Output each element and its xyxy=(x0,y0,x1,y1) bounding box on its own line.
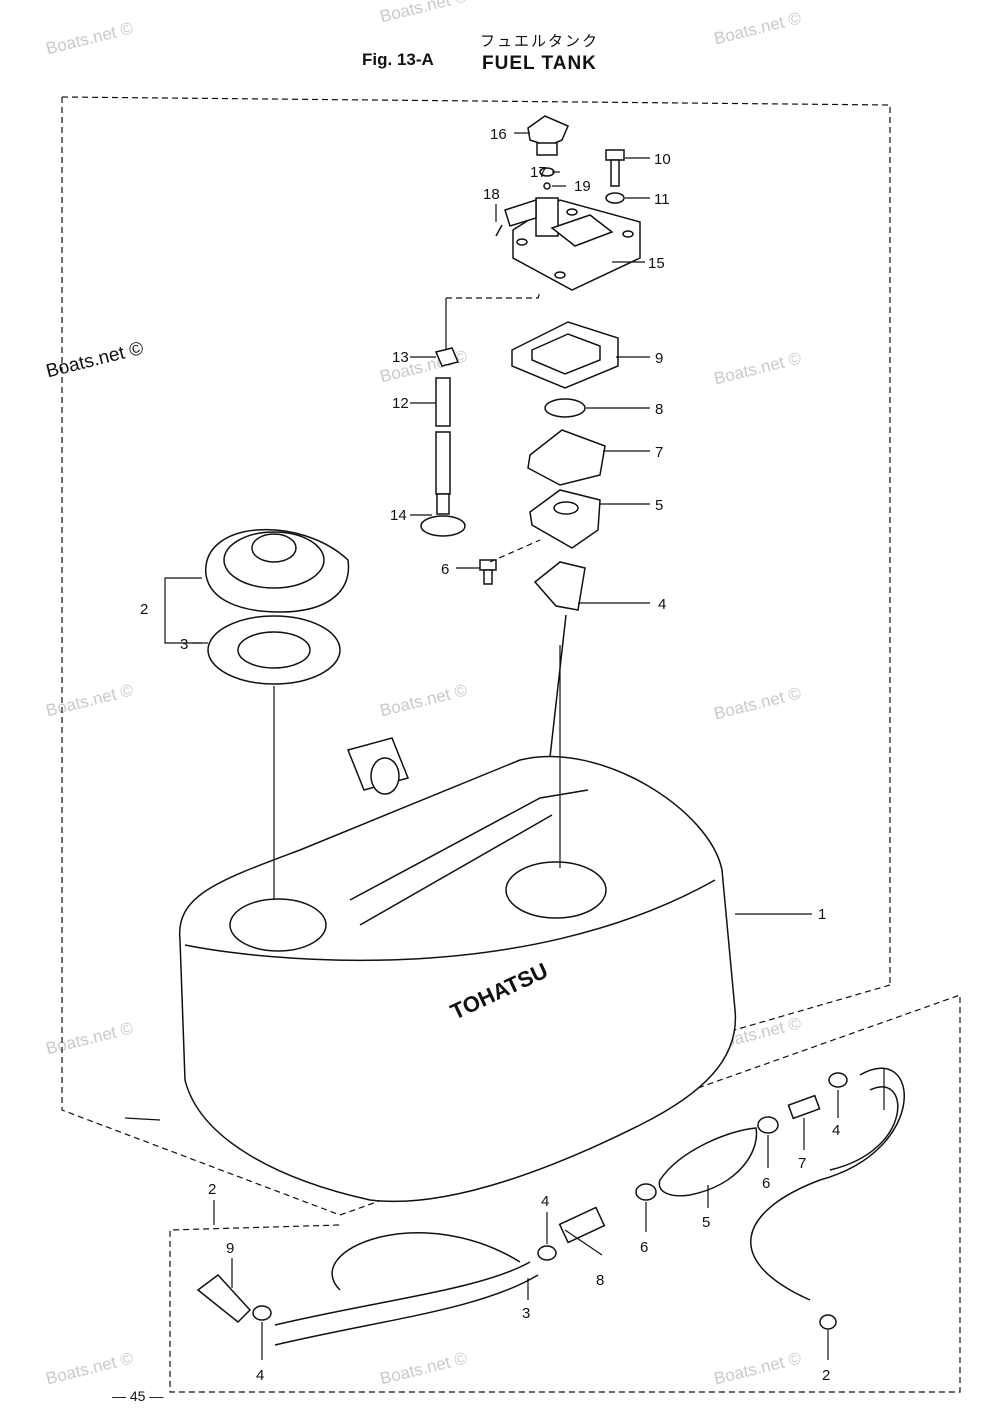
hose-kit-boundary xyxy=(169,994,961,1393)
pipe-base-14 xyxy=(420,493,466,537)
hose-connector-7 xyxy=(787,1094,821,1120)
cap-gasket-3 xyxy=(207,615,341,685)
callout-label: 3 xyxy=(522,1305,530,1322)
hose-clip-2 xyxy=(819,1314,837,1330)
callout-label: 11 xyxy=(654,191,670,208)
washer-11 xyxy=(605,192,625,204)
callout-label: 19 xyxy=(574,178,591,195)
o-ring-8 xyxy=(544,398,586,418)
callout-label: 2 xyxy=(140,601,148,618)
callout-label: 6 xyxy=(762,1175,770,1192)
callout-label: 13 xyxy=(392,349,409,366)
fuel-hose-2 xyxy=(750,1067,905,1301)
suction-pipe-12 xyxy=(435,377,451,495)
callout-label: 2 xyxy=(822,1367,830,1384)
callout-label: 18 xyxy=(483,186,500,203)
callout-label: 10 xyxy=(654,151,671,168)
callout-label: 6 xyxy=(441,561,449,578)
callout-label: 5 xyxy=(702,1214,710,1231)
callout-label: 4 xyxy=(541,1193,549,1210)
callout-label: 5 xyxy=(655,497,663,514)
bracket-5 xyxy=(529,489,601,549)
screw-6 xyxy=(479,559,497,585)
title-japanese: フュエルタンク xyxy=(480,32,600,50)
callout-label: 2 xyxy=(208,1181,216,1198)
pin-18 xyxy=(495,224,503,237)
check-valve-8 xyxy=(558,1206,606,1244)
figure-title: FUEL TANK xyxy=(482,53,597,74)
callout-label: 8 xyxy=(596,1272,604,1289)
callout-label: 4 xyxy=(658,596,666,613)
callout-label: 14 xyxy=(390,507,407,524)
float-weight xyxy=(346,737,410,795)
callout-label: 17 xyxy=(530,164,547,181)
pipe-clip-13 xyxy=(434,347,460,367)
page-number: — 45 — xyxy=(112,1388,164,1404)
callout-label: 7 xyxy=(655,444,663,461)
gauge-housing xyxy=(504,197,641,291)
callout-label: 3 xyxy=(180,636,188,653)
washer-small xyxy=(543,182,551,190)
callout-label: 9 xyxy=(226,1240,234,1257)
callout-labels: 16 17 19 18 10 11 15 13 9 12 8 7 5 14 6 … xyxy=(140,126,840,1384)
fuel-tank-1: TOHATSU xyxy=(178,755,737,1203)
callout-label: 15 xyxy=(648,255,665,272)
callout-label: 8 xyxy=(655,401,663,418)
callout-label: 4 xyxy=(256,1367,264,1384)
callout-label: 1 xyxy=(818,906,826,923)
float-chamber-7 xyxy=(527,429,606,486)
callout-label: 16 xyxy=(490,126,507,143)
callout-label: 6 xyxy=(640,1239,648,1256)
primer-bulb-5 xyxy=(658,1127,758,1197)
screw-10 xyxy=(605,149,625,187)
gauge-knob xyxy=(527,115,569,156)
callout-label: 4 xyxy=(832,1122,840,1139)
callout-label: 7 xyxy=(798,1155,806,1172)
hose-band-6 xyxy=(635,1116,779,1201)
callout-label: 12 xyxy=(392,395,409,412)
figure-number: Fig. 13-A xyxy=(362,50,434,69)
gasket-9 xyxy=(511,321,619,389)
fuel-hose-3 xyxy=(274,1232,539,1346)
leader-lines xyxy=(124,132,885,1360)
hose-clamp-4 xyxy=(252,1072,848,1321)
callout-label: 9 xyxy=(655,350,663,367)
filler-cap-2 xyxy=(205,528,350,613)
hose-coupler-9 xyxy=(196,1273,252,1324)
